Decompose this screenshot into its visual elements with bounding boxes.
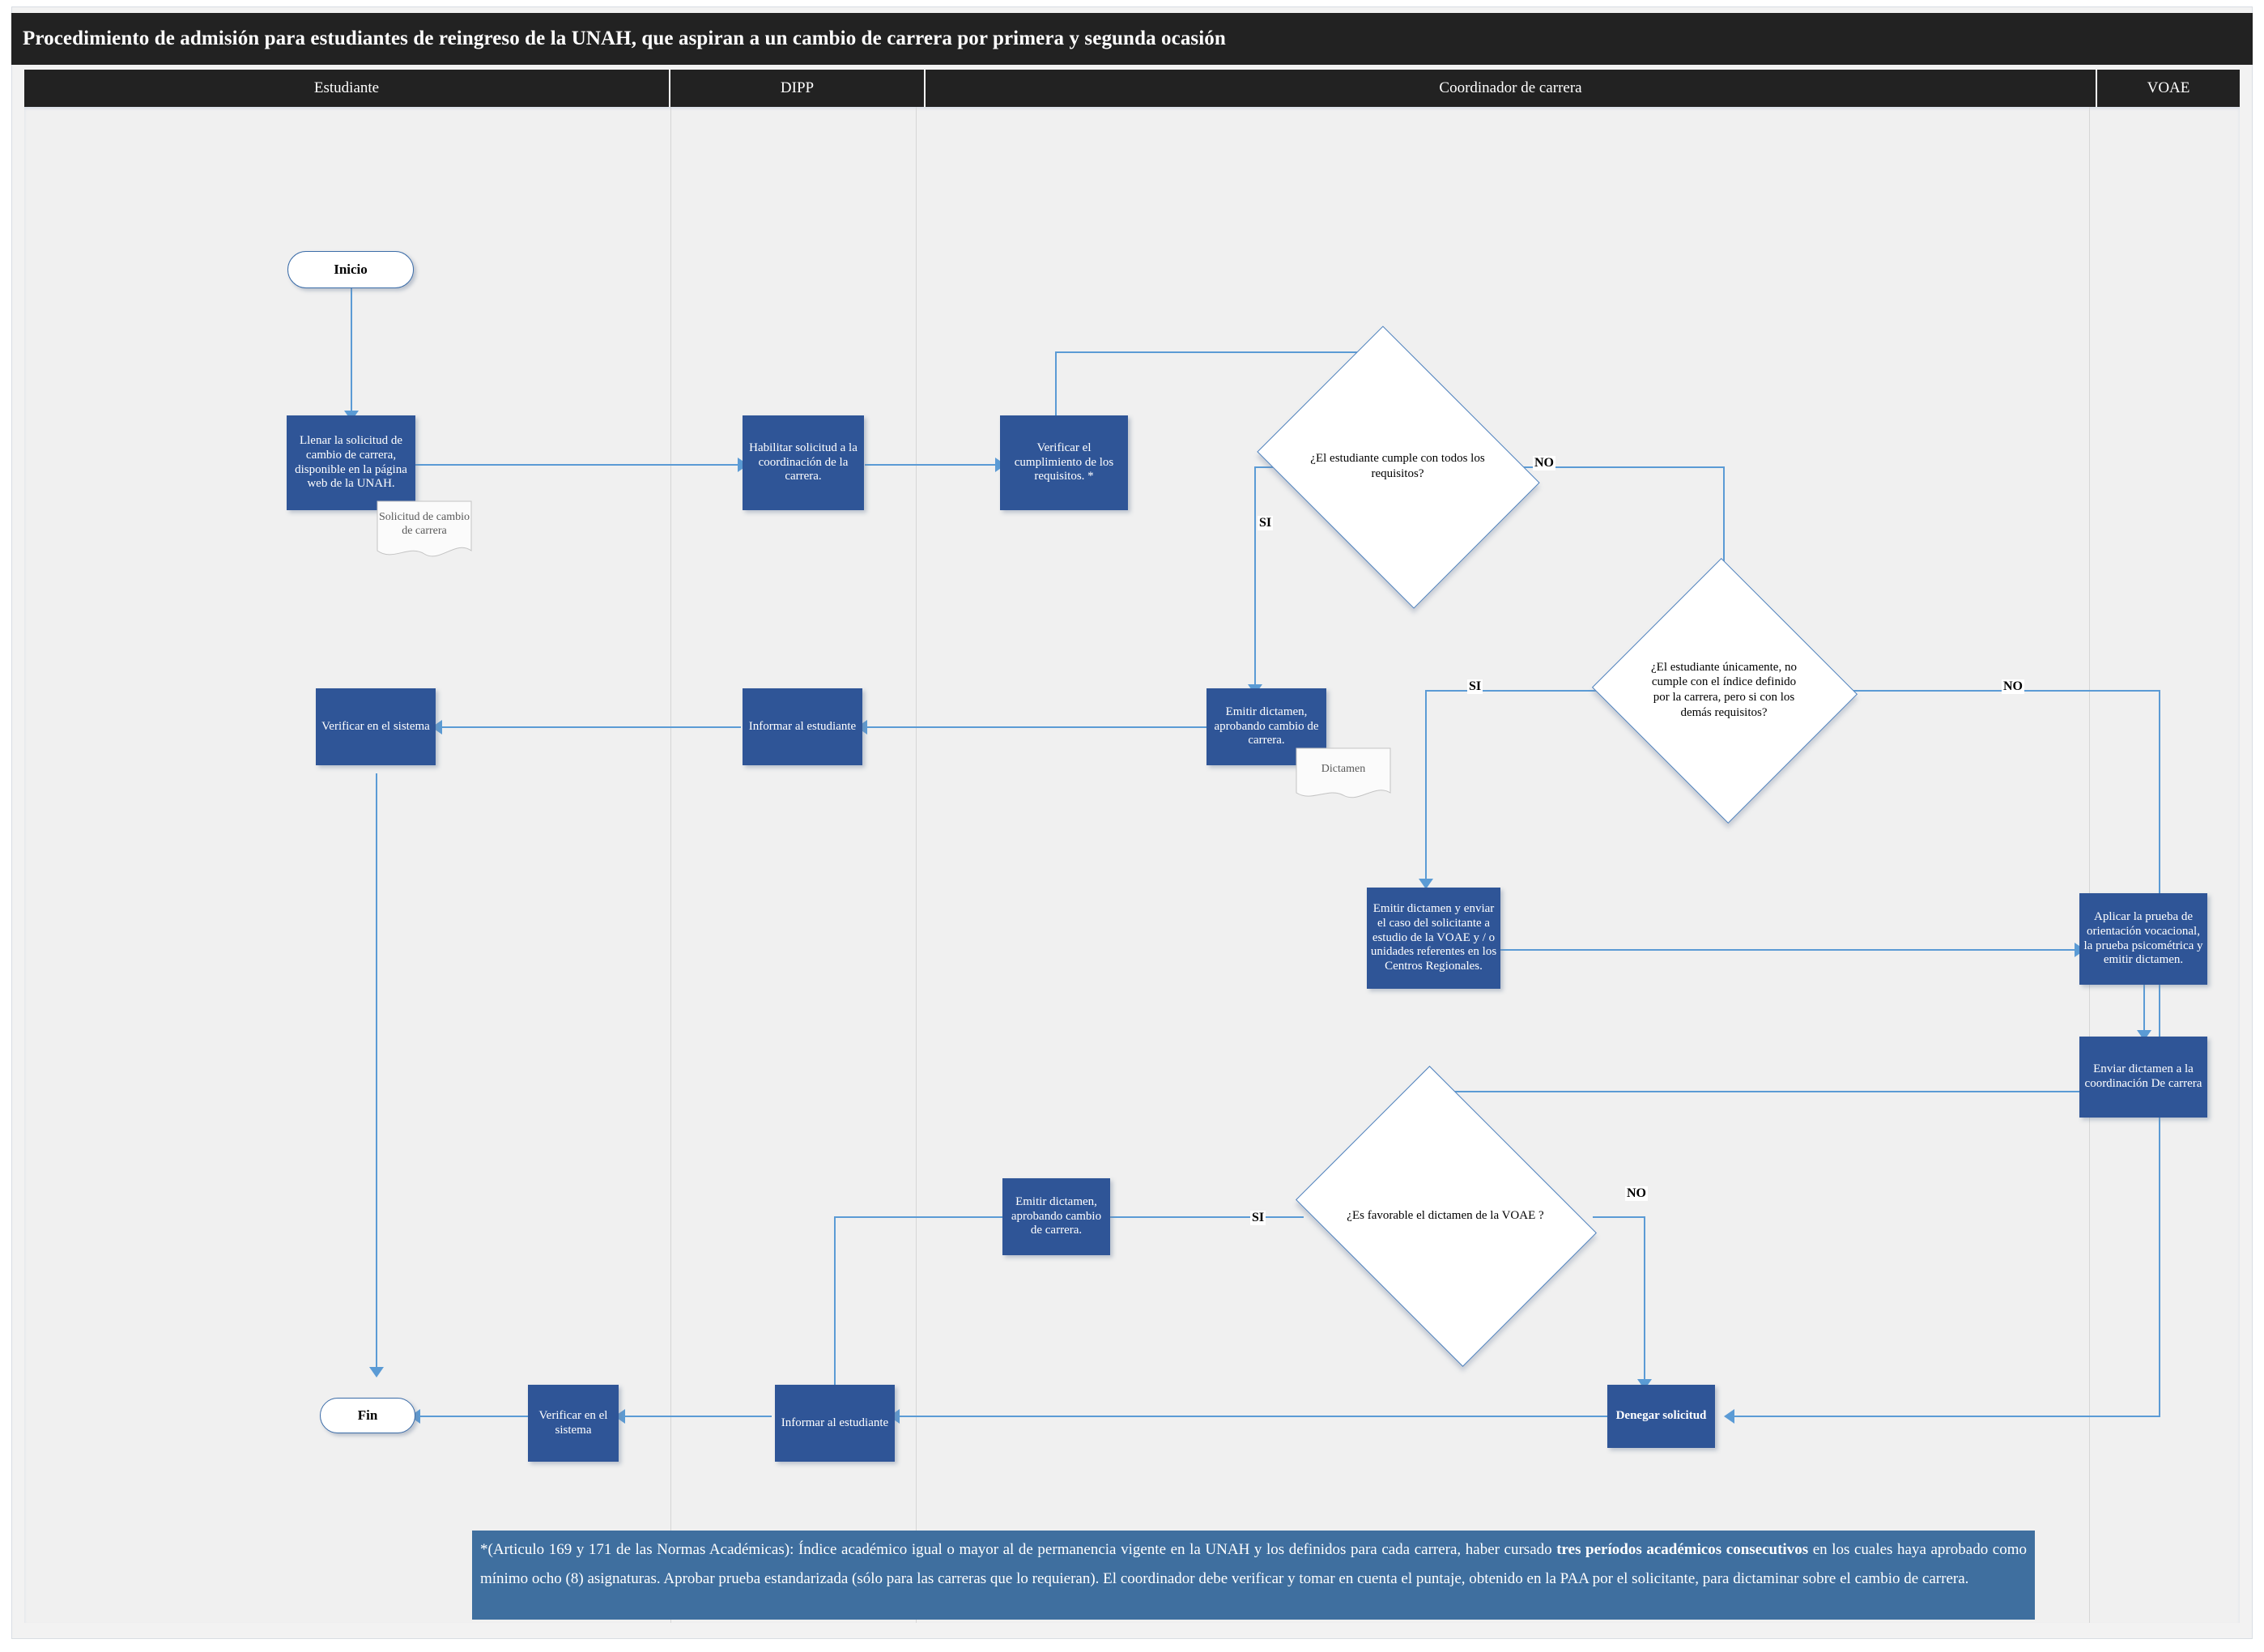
node-verificar-sistema-2-label: Verificar en el sistema [538,1408,608,1437]
connector-decision2-si-down [1425,690,1427,884]
node-fin[interactable]: Fin [320,1398,415,1433]
node-inicio[interactable]: Inicio [287,251,414,288]
node-denegar-solicitud-label: Denegar solicitud [1615,1409,1707,1423]
connector-habilitar-to-verificar [865,464,1000,466]
node-emitir-dictamen-aprobando-1-label: Emitir dictamen, aprobando cambio de car… [1214,705,1319,747]
connector-emitir2-left [834,1216,1002,1218]
connector-aplicar-to-enviar [2143,985,2145,1035]
node-emitir-enviar-voae[interactable]: Emitir dictamen y enviar el caso del sol… [1367,888,1500,989]
connector-llenar-to-habilitar [415,464,742,466]
decision-dictamen-voae[interactable]: ¿Es favorable el dictamen de la VOAE ? [1296,1066,1597,1367]
arrow-verificar1-to-fin [369,1367,384,1377]
branch-label-no-requisitos: NO [1533,456,1555,470]
lane-header-dipp: DIPP [670,70,926,107]
swimlane-body [24,107,2240,1623]
node-habilitar-solicitud-label: Habilitar solicitud a la coordinación de… [749,441,858,483]
connector-enviar-to-decision3-h [1449,1091,2079,1092]
footnote-bold-1: tres períodos académicos consecutivos [1556,1541,1809,1558]
node-verificar-requisitos[interactable]: Verificar el cumplimiento de los requisi… [1000,415,1128,510]
node-informar-estudiante-2[interactable]: Informar al estudiante [775,1385,895,1462]
node-informar-estudiante-1[interactable]: Informar al estudiante [743,688,862,765]
connector-decision2-no-to-denegar [1730,1416,2160,1417]
connector-verificar-right [1055,351,1399,353]
connector-emitir2-down [834,1216,836,1411]
document-dictamen: Dictamen [1296,747,1391,803]
node-llenar-solicitud[interactable]: Llenar la solicitud de cambio de carrera… [287,415,415,510]
document-solicitud-cambio-carrera: Solicitud de cambio de carrera [377,500,472,561]
connector-inicio-to-llenar [351,287,352,415]
lane-header-estudiante: Estudiante [24,70,670,107]
branch-label-no-indice: NO [2002,679,2024,694]
connector-denegar-to-informar2 [895,1416,1607,1417]
connector-decision2-no-right [1790,690,2160,692]
decision-cumple-requisitos[interactable]: ¿El estudiante cumple con todos los requ… [1257,326,1540,609]
arrow-decision2-si-to-emitir-voae [1419,879,1433,889]
connector-decision3-si-left [1077,1216,1304,1218]
decision-dictamen-voae-label: ¿Es favorable el dictamen de la VOAE ? [1347,1208,1544,1222]
node-enviar-dictamen-coordinacion-label: Enviar dictamen a la coordinación De car… [2084,1062,2202,1090]
footnote-part-2: en los cuales haya aprobado como mínimo … [480,1541,2027,1588]
node-emitir-dictamen-aprobando-2[interactable]: Emitir dictamen, aprobando cambio de car… [1002,1178,1110,1255]
page-title: Procedimiento de admisión para estudiant… [23,28,1226,49]
branch-label-no-voae: NO [1625,1186,1648,1201]
document-shape-icon [377,500,472,557]
connector-decision1-no-right [1452,466,1725,468]
node-verificar-sistema-2[interactable]: Verificar en el sistema [528,1385,619,1462]
connector-emitir1-to-informar1 [862,726,1212,728]
branch-label-si-requisitos: SI [1258,516,1274,530]
node-informar-estudiante-1-label: Informar al estudiante [748,719,857,733]
connector-verificar1-to-fin [376,773,377,1373]
node-habilitar-solicitud[interactable]: Habilitar solicitud a la coordinación de… [743,415,864,510]
connector-emitirvoae-to-aplicar [1500,949,2079,951]
connector-informar2-to-verificar2 [620,1416,772,1417]
node-verificar-sistema-1[interactable]: Verificar en el sistema [316,688,436,765]
lane-header-coordinador: Coordinador de carrera [926,70,2097,107]
connector-decision1-no-down [1723,466,1725,599]
node-aplicar-prueba-label: Aplicar la prueba de orientación vocacio… [2083,910,2203,967]
node-informar-estudiante-2-label: Informar al estudiante [781,1416,889,1429]
connector-decision3-no-down [1644,1216,1645,1385]
swimlane-header-row: Estudiante DIPP Coordinador de carrera V… [24,70,2240,107]
node-verificar-requisitos-label: Verificar el cumplimiento de los requisi… [1014,441,1114,483]
lane-divider-2 [916,107,917,1623]
decision-indice-definido[interactable]: ¿El estudiante únicamente, no cumple con… [1591,557,1858,824]
connector-decision2-si-left [1425,690,1659,692]
node-enviar-dictamen-coordinacion[interactable]: Enviar dictamen a la coordinación De car… [2079,1037,2207,1118]
node-fin-label: Fin [357,1407,378,1423]
diagram-title-bar: Procedimiento de admisión para estudiant… [11,13,2253,65]
document-dictamen-label: Dictamen [1321,762,1366,775]
arrow-decision2-no-to-denegar [1724,1409,1734,1424]
connector-decision3-no-right [1593,1216,1645,1218]
lane-header-voae: VOAE [2097,70,2240,107]
connector-verificar-up [1055,351,1057,424]
node-verificar-sistema-1-label: Verificar en el sistema [321,719,430,733]
footnote-part-1: *(Articulo 169 y 171 de las Normas Acadé… [480,1541,1557,1558]
node-denegar-solicitud[interactable]: Denegar solicitud [1607,1385,1715,1448]
node-emitir-dictamen-aprobando-1[interactable]: Emitir dictamen, aprobando cambio de car… [1206,688,1326,765]
node-aplicar-prueba[interactable]: Aplicar la prueba de orientación vocacio… [2079,893,2207,985]
node-inicio-label: Inicio [334,261,368,277]
document-shape-icon [1296,747,1391,798]
lane-divider-3 [2089,107,2090,1623]
footnote-normas-academicas: *(Articulo 169 y 171 de las Normas Acadé… [472,1531,2035,1620]
lane-divider-1 [670,107,671,1623]
node-llenar-solicitud-label: Llenar la solicitud de cambio de carrera… [295,434,407,491]
node-emitir-enviar-voae-label: Emitir dictamen y enviar el caso del sol… [1370,902,1497,973]
connector-informar1-to-verificar1 [437,726,741,728]
document-solicitud-label: Solicitud de cambio de carrera [379,510,470,538]
connector-verificar2-to-fin [415,1416,528,1417]
decision-indice-definido-label: ¿El estudiante únicamente, no cumple con… [1651,660,1797,719]
branch-label-si-indice: SI [1467,679,1483,694]
node-emitir-dictamen-aprobando-2-label: Emitir dictamen, aprobando cambio de car… [1011,1194,1102,1237]
connector-decision1-si-down [1254,466,1256,692]
branch-label-si-voae: SI [1250,1211,1266,1225]
decision-cumple-requisitos-label: ¿El estudiante cumple con todos los requ… [1310,452,1485,480]
